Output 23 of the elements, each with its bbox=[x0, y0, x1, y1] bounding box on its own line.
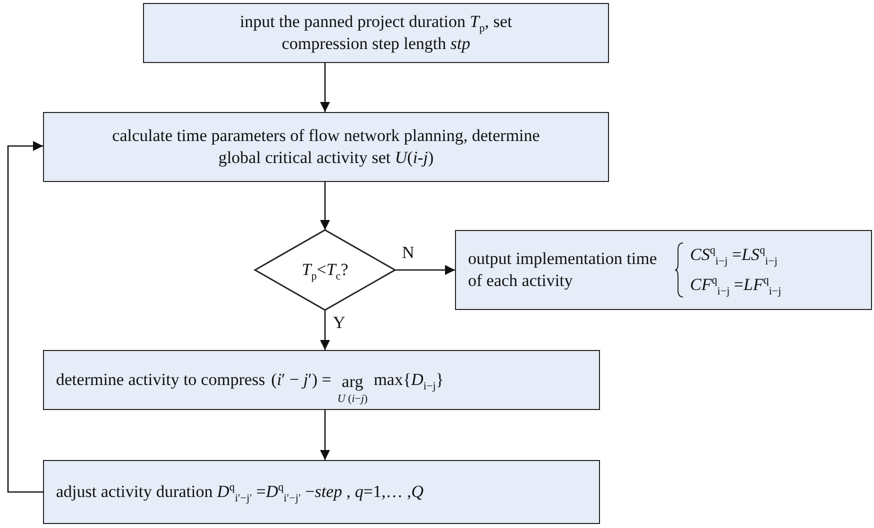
box-text: adjust activity duration D$^{q}$$_{i′−j′}$ =D$^{q}$$_{i′−j′}$ −step , q=1,… ,Q bbox=[56, 480, 424, 504]
arrow bbox=[395, 265, 455, 275]
box-text: calculate time parameters of flow network planning, determine global critical activity set U(i-j) bbox=[111, 124, 541, 169]
formula-subscript: U (i−j) bbox=[337, 393, 368, 406]
process-box bbox=[43, 460, 600, 524]
box-text: determine activity to compress bbox=[56, 368, 266, 391]
process-box bbox=[43, 112, 609, 182]
arrow bbox=[320, 410, 330, 460]
process-box bbox=[143, 3, 609, 63]
condition-text: T$_{p}$<T$_{c}$? bbox=[302, 258, 348, 282]
arrow bbox=[7, 141, 43, 493]
arrow bbox=[320, 182, 330, 230]
formula-text: (i′ − j′) = bbox=[271, 368, 332, 391]
edge-label: N bbox=[400, 244, 416, 261]
output-box bbox=[455, 230, 872, 310]
box-text: input the panned project duration T$_{p}$, set compression step length stp bbox=[238, 10, 514, 55]
process-box bbox=[43, 350, 600, 410]
formula-text: arg bbox=[342, 370, 364, 393]
edge-label: Y bbox=[331, 314, 348, 331]
arrow bbox=[320, 63, 330, 112]
formula-text: max{D$_{i−j}$} bbox=[374, 368, 444, 392]
arrow bbox=[320, 310, 330, 350]
box-text: output implementation time of each activity bbox=[468, 248, 658, 292]
